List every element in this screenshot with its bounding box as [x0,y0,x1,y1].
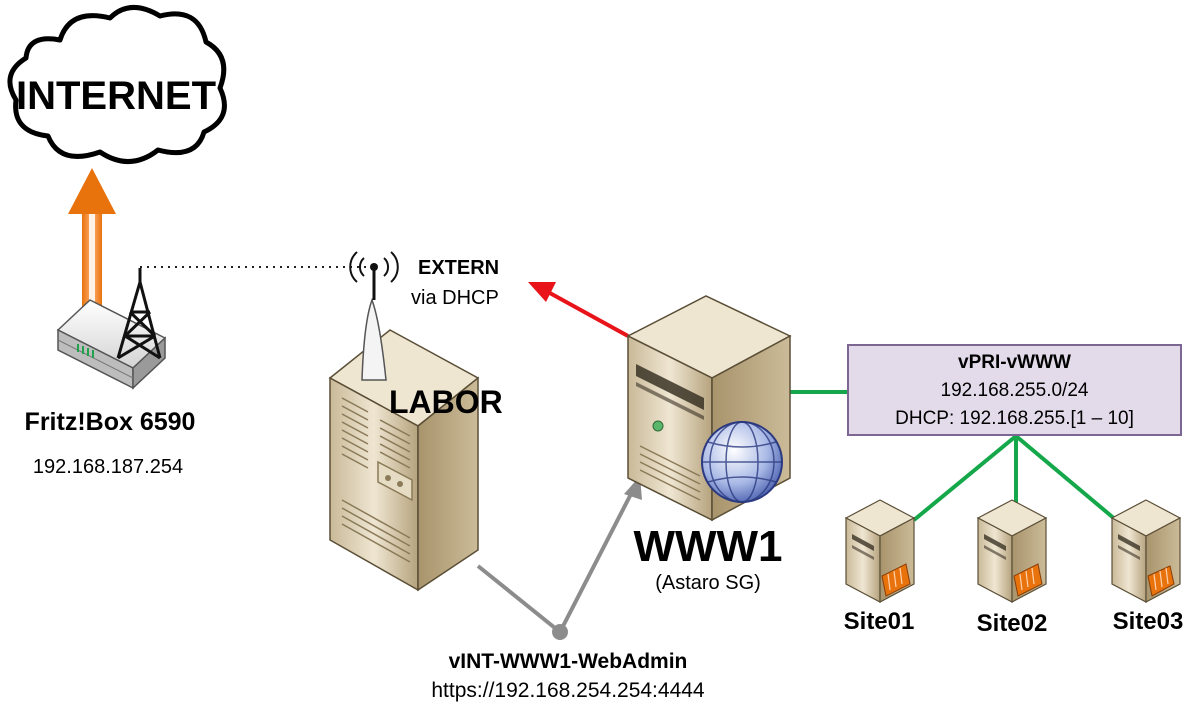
extern-subtitle: via DHCP [411,287,499,309]
admin-link-node [552,624,568,640]
extern-title: EXTERN [418,257,500,279]
lan-link-site01 [912,434,1018,522]
globe-icon [701,421,783,503]
connection-lines [68,168,1118,640]
www1-name: WWW1 [633,522,783,571]
site01-server-icon [844,499,916,603]
labor-antenna-icon [349,251,399,381]
router-name: Fritz!Box 6590 [24,408,196,436]
site03-server-icon [1110,499,1182,603]
labor-label: LABOR [389,384,503,420]
site02-label: Site02 [976,610,1048,637]
site03-label: Site03 [1112,608,1184,635]
router-ip: 192.168.187.254 [32,456,184,478]
labor-server-icon [328,329,480,592]
webadmin-url: https://192.168.254.254:4444 [431,679,705,702]
internet-cloud [7,5,227,164]
network-subnet: 192.168.255.0/24 [940,380,1089,401]
lan-link-site03 [1014,434,1118,522]
uplink-arrow [68,168,116,308]
admin-link [476,476,642,640]
antenna-tower-icon [116,268,162,360]
webadmin-name: vINT-WWW1-WebAdmin [448,650,688,673]
network-name: vPRI-vWWW [958,352,1071,373]
www1-subtitle: (Astaro SG) [655,572,761,594]
internet-label: INTERNET [16,74,216,118]
router-icon [56,299,167,390]
extern-arrow [528,282,629,338]
site01-label: Site01 [843,608,915,635]
network-dhcp: DHCP: 192.168.255.[1 – 10] [895,408,1134,429]
site02-server-icon [976,499,1048,603]
network-box: vPRI-vWWW 192.168.255.0/24 DHCP: 192.168… [847,344,1182,436]
